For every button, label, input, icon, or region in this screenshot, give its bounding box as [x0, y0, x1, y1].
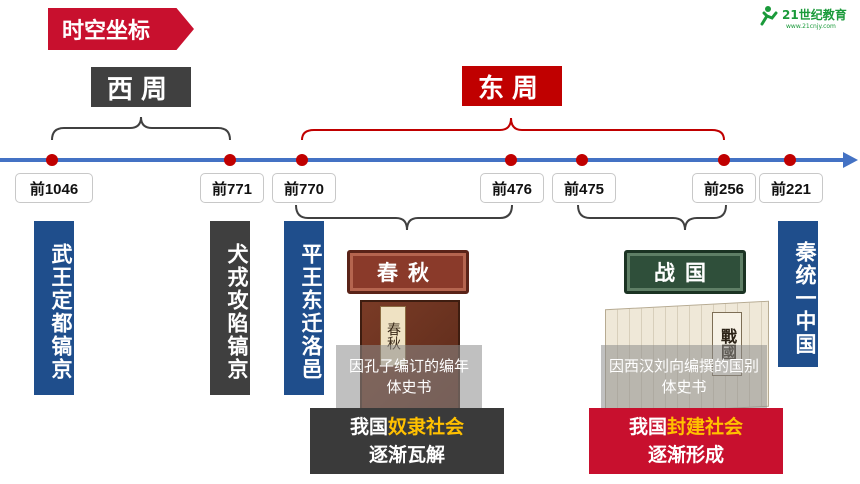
timeline-dot-475 — [576, 154, 588, 166]
brace-dongzhou — [301, 117, 725, 141]
date-label-256: 前256 — [692, 173, 756, 203]
caption-zhanguo: 因西汉刘向编撰的国别体史书 — [601, 345, 767, 409]
dynasty-label-dongzhou: 东周 — [462, 66, 562, 106]
period-plaque-zhanguo: 战国 — [624, 250, 746, 294]
result-chunqiu-highlight: 奴隶社会 — [388, 416, 465, 438]
result-zhanguo: 我国封建社会 逐渐形成 — [589, 408, 783, 474]
timeline-dot-476 — [505, 154, 517, 166]
event-quanrong: 犬戎攻陷镐京 — [210, 221, 250, 395]
event-qin-unify: 秦统一中国 — [778, 221, 818, 367]
date-label-771: 前771 — [200, 173, 264, 203]
result-chunqiu: 我国奴隶社会 逐渐瓦解 — [310, 408, 504, 474]
result-chunqiu-line1: 我国奴隶社会 — [350, 413, 464, 441]
timeline-dot-221 — [784, 154, 796, 166]
period-chunqiu-text: 春秋 — [377, 260, 439, 285]
timeline-dot-770 — [296, 154, 308, 166]
event-wuwang: 武王定都镐京 — [34, 221, 74, 395]
event-pingwang: 平王东迁洛邑 — [284, 221, 324, 395]
result-zhanguo-highlight: 封建社会 — [667, 416, 744, 438]
logo-url: www.21cnjy.com — [786, 23, 836, 30]
runner-icon — [760, 6, 778, 26]
result-zhanguo-line2: 逐渐形成 — [647, 444, 724, 466]
section-title: 时空坐标 — [62, 19, 151, 44]
timeline-arrow — [843, 152, 858, 168]
date-label-475: 前475 — [552, 173, 616, 203]
result-chunqiu-prefix: 我国 — [349, 416, 388, 438]
result-chunqiu-line2: 逐渐瓦解 — [368, 444, 445, 466]
result-zhanguo-line1: 我国封建社会 — [629, 413, 743, 441]
brace-chunqiu — [295, 204, 513, 231]
caption-chunqiu: 因孔子编订的编年体史书 — [336, 345, 482, 409]
logo-21cnjy: 21世纪教育 www.21cnjy.com — [760, 6, 847, 30]
timeline-dot-256 — [718, 154, 730, 166]
brace-zhanguo — [577, 204, 727, 231]
period-plaque-chunqiu: 春秋 — [347, 250, 469, 294]
result-zhanguo-prefix: 我国 — [628, 416, 667, 438]
dynasty-xizhou-text: 西周 — [106, 74, 175, 105]
timeline-dot-1046 — [46, 154, 58, 166]
brace-xizhou — [51, 116, 231, 141]
date-label-1046: 前1046 — [15, 173, 93, 203]
date-label-476: 前476 — [480, 173, 544, 203]
date-label-221: 前221 — [759, 173, 823, 203]
section-title-banner: 时空坐标 — [48, 8, 194, 50]
date-label-770: 前770 — [272, 173, 336, 203]
timeline-dot-771 — [224, 154, 236, 166]
logo-text: 21世纪教育 — [782, 7, 847, 22]
dynasty-label-xizhou: 西周 — [91, 67, 191, 107]
dynasty-dongzhou-text: 东周 — [477, 73, 546, 104]
period-zhanguo-text: 战国 — [654, 260, 716, 285]
